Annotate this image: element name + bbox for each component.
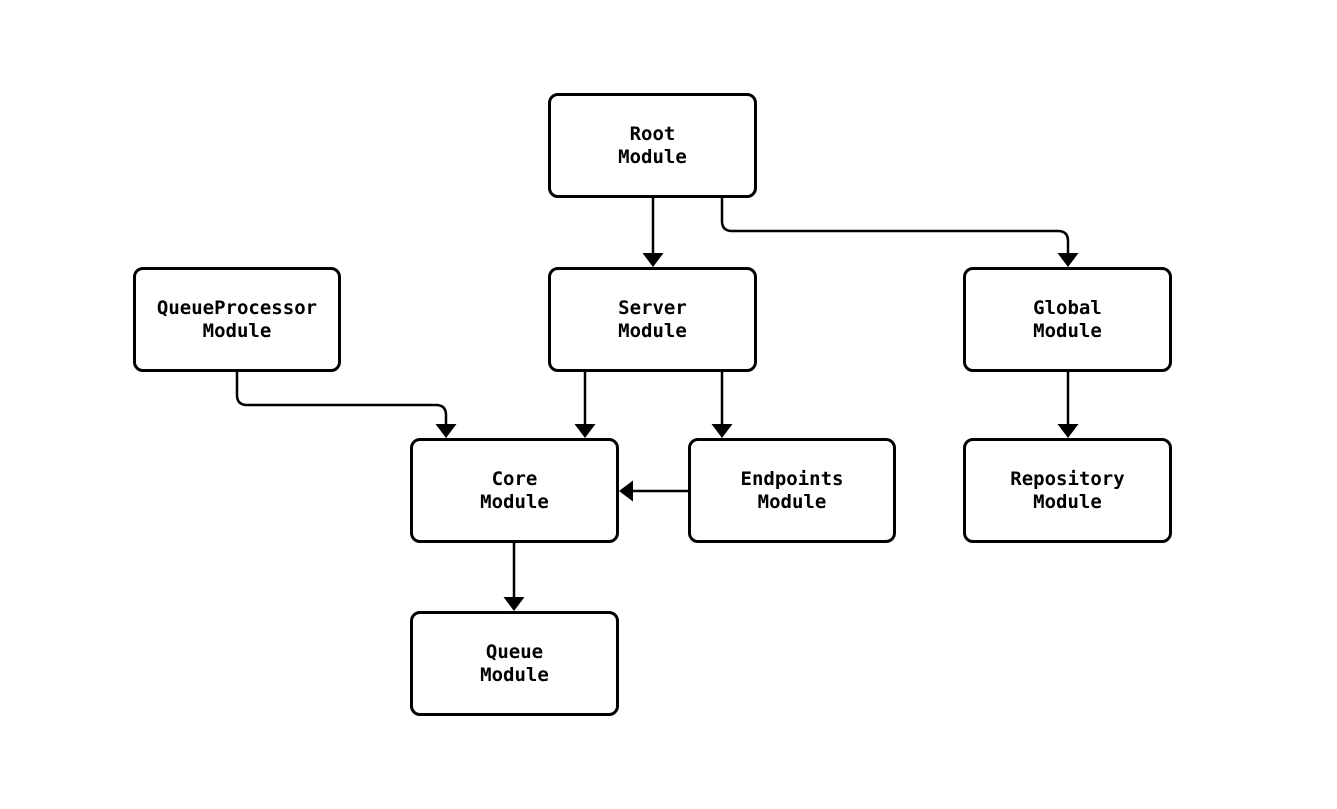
arrowhead-icon bbox=[711, 424, 733, 438]
node-global: Global Module bbox=[963, 267, 1172, 372]
arrowhead-icon bbox=[1057, 253, 1079, 267]
arrowhead-icon bbox=[619, 480, 633, 502]
arrowhead-icon bbox=[642, 253, 664, 267]
edge-root-to-global bbox=[720, 198, 1070, 255]
arrowhead-icon bbox=[503, 597, 525, 611]
node-queue: Queue Module bbox=[410, 611, 619, 716]
arrowhead-icon bbox=[574, 424, 596, 438]
node-endpoints: Endpoints Module bbox=[688, 438, 896, 543]
node-queue-processor: QueueProcessor Module bbox=[133, 267, 341, 372]
node-root: Root Module bbox=[548, 93, 757, 198]
node-repository: Repository Module bbox=[963, 438, 1172, 543]
arrowhead-icon bbox=[1057, 424, 1079, 438]
node-server: Server Module bbox=[548, 267, 757, 372]
arrowhead-icon bbox=[435, 424, 457, 438]
node-core: Core Module bbox=[410, 438, 619, 543]
edge-queue-processor-to-core bbox=[235, 372, 448, 426]
